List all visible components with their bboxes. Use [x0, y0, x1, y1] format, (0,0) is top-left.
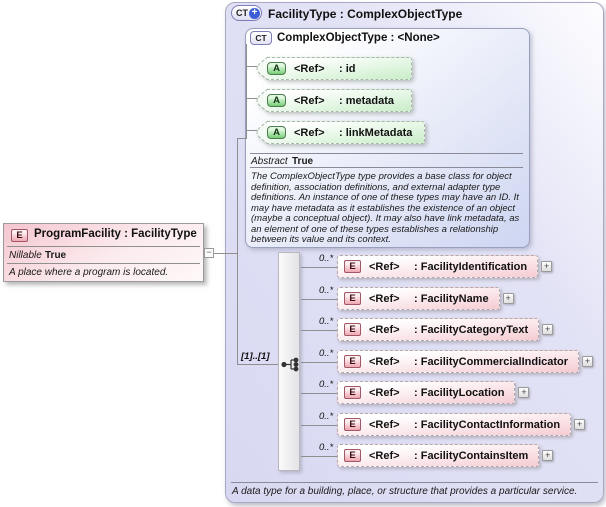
element-icon: E — [344, 260, 361, 273]
element-icon: E — [344, 418, 361, 431]
nillable-value: True — [45, 250, 67, 261]
connector-line — [237, 138, 238, 365]
expand-button[interactable]: + — [541, 261, 553, 272]
base-type-title: ComplexObjectType : <None> — [277, 32, 440, 44]
connector-line — [246, 44, 247, 139]
element-name: : FacilityCategoryText — [414, 323, 529, 336]
element-cardinality: 0..* — [319, 411, 334, 422]
complex-type-icon-label: CT — [236, 8, 248, 18]
expand-button[interactable]: + — [542, 450, 554, 461]
attribute-ref: <Ref> — [294, 126, 325, 139]
connector-line — [301, 330, 337, 331]
type-title: FacilityType : ComplexObjectType — [268, 7, 463, 21]
collapse-button[interactable]: − — [204, 248, 214, 258]
divider — [231, 482, 598, 483]
nillable-label: Nillable — [9, 250, 42, 261]
connector-line — [301, 425, 337, 426]
divider — [250, 167, 523, 168]
sequence-cardinality: [1]..[1] — [241, 351, 270, 362]
attribute-arrow-tip — [256, 56, 268, 81]
element-ref: <Ref> — [369, 323, 400, 336]
expand-button[interactable]: + — [574, 419, 586, 430]
element-icon: E — [11, 229, 28, 242]
attribute-icon: A — [267, 62, 286, 75]
attribute-name: : metadata — [339, 94, 395, 107]
connector-line — [246, 66, 258, 67]
connector-line — [237, 138, 247, 139]
connector-line — [301, 393, 337, 394]
divider — [7, 263, 200, 264]
abstract-value: True — [292, 156, 314, 167]
base-type-description: The ComplexObjectType type provides a ba… — [251, 171, 520, 245]
connector-line — [301, 267, 337, 268]
extension-plus-badge: + — [249, 7, 260, 19]
connector-line — [301, 362, 337, 363]
expand-button[interactable]: + — [518, 387, 530, 398]
element-ref: <Ref> — [369, 386, 400, 399]
element-icon: E — [344, 449, 361, 462]
element-cardinality: 0..* — [319, 348, 334, 359]
source-element-title: ProgramFacility : FacilityType — [34, 228, 197, 240]
source-element-box: E ProgramFacility : FacilityType Nillabl… — [3, 223, 204, 282]
connector-line — [238, 364, 281, 365]
source-element-description: A place where a program is located. — [9, 267, 169, 278]
connector-line — [301, 456, 337, 457]
connector-line — [246, 98, 258, 99]
element-name: : FacilityName — [414, 292, 489, 305]
divider — [250, 153, 523, 154]
attribute-icon: A — [267, 94, 286, 107]
element-cardinality: 0..* — [319, 442, 334, 453]
expand-button[interactable]: + — [582, 356, 594, 367]
base-type-icon: CT — [250, 31, 272, 45]
element-cardinality: 0..* — [319, 379, 334, 390]
divider — [7, 246, 200, 247]
element-name: : FacilityCommercialIndicator — [414, 355, 569, 368]
attribute-arrow-tip — [256, 88, 268, 113]
element-ref: <Ref> — [369, 355, 400, 368]
element-row[interactable]: E <Ref> : FacilityCategoryText + — [337, 318, 554, 341]
connector-line — [214, 253, 237, 254]
attribute-ref: <Ref> — [294, 62, 325, 75]
attribute-name: : id — [339, 62, 356, 75]
type-description: A data type for a building, place, or st… — [232, 486, 578, 497]
element-ref: <Ref> — [369, 449, 400, 462]
expand-button[interactable]: + — [542, 324, 554, 335]
element-name: : FacilityIdentification — [414, 260, 528, 273]
element-row[interactable]: E <Ref> : FacilityLocation + — [337, 381, 530, 404]
sequence-bar — [278, 252, 300, 471]
attribute-row[interactable]: A <Ref> : metadata — [255, 88, 412, 113]
element-icon: E — [344, 386, 361, 399]
element-cardinality: 0..* — [319, 253, 334, 264]
connector-line — [301, 299, 337, 300]
attribute-row[interactable]: A <Ref> : linkMetadata — [255, 120, 426, 145]
attribute-icon: A — [267, 126, 286, 139]
element-cardinality: 0..* — [319, 316, 334, 327]
element-ref: <Ref> — [369, 260, 400, 273]
complex-type-extension-icon: CT + — [231, 5, 262, 21]
attribute-row[interactable]: A <Ref> : id — [255, 56, 412, 81]
element-ref: <Ref> — [369, 418, 400, 431]
expand-button[interactable]: + — [502, 293, 514, 304]
element-row[interactable]: E <Ref> : FacilityIdentification + — [337, 255, 553, 278]
attribute-arrow-tip — [256, 120, 268, 145]
element-row[interactable]: E <Ref> : FacilityCommercialIndicator + — [337, 350, 594, 373]
element-icon: E — [344, 292, 361, 305]
attribute-ref: <Ref> — [294, 94, 325, 107]
element-ref: <Ref> — [369, 292, 400, 305]
element-row[interactable]: E <Ref> : FacilityContainsItem + — [337, 444, 554, 467]
element-row[interactable]: E <Ref> : FacilityContactInformation + — [337, 413, 586, 436]
element-row[interactable]: E <Ref> : FacilityName + — [337, 287, 514, 310]
abstract-label: Abstract — [251, 156, 288, 167]
attribute-name: : linkMetadata — [339, 126, 413, 139]
element-icon: E — [344, 323, 361, 336]
element-cardinality: 0..* — [319, 285, 334, 296]
element-name: : FacilityLocation — [414, 386, 505, 399]
element-name: : FacilityContainsItem — [414, 449, 529, 462]
connector-line — [246, 130, 258, 131]
sequence-icon — [281, 357, 299, 372]
element-name: : FacilityContactInformation — [414, 418, 561, 431]
element-icon: E — [344, 355, 361, 368]
